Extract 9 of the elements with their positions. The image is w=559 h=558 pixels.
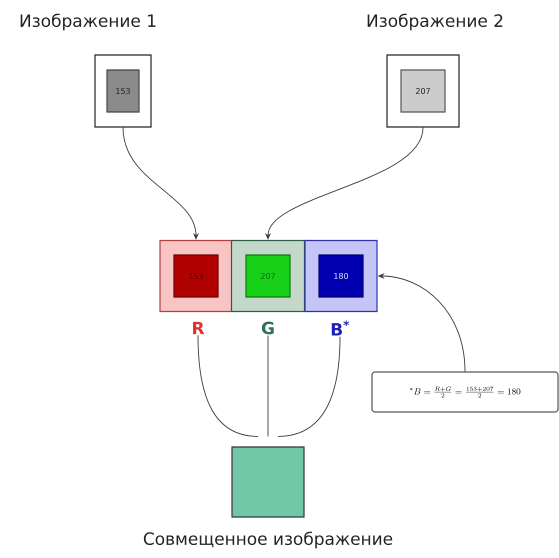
node-label: Изображение 1 — [20, 14, 156, 30]
node-label: Совмещенное изображение — [144, 532, 392, 548]
connector-line — [198, 334, 258, 437]
connector-line — [278, 336, 340, 437]
node-label: B$^{*}$ — [332, 320, 350, 336]
formula-box: ${}^{*}B = \frac{R + G}{2} = \frac{153 + 207}{2} = 180$ — [371, 371, 559, 413]
node-label: Изображение 2 — [368, 14, 502, 30]
node-label: R — [193, 322, 204, 334]
node-label: G — [262, 322, 274, 334]
